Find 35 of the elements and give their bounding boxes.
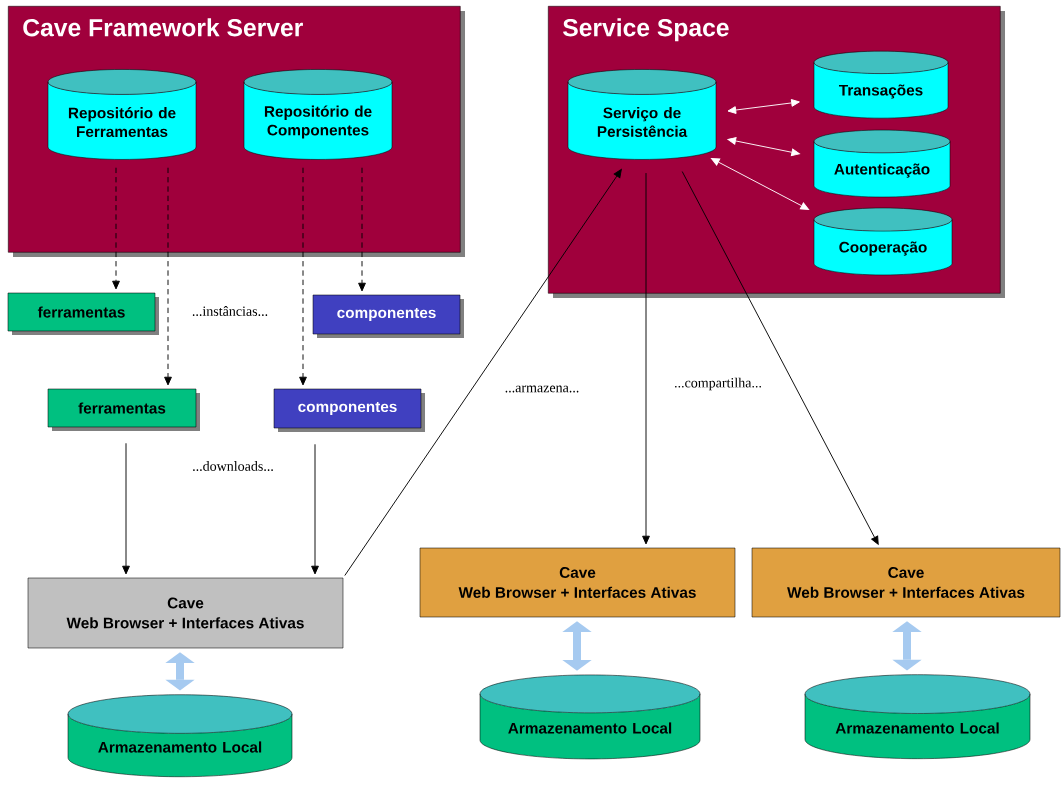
arrow [681,171,879,545]
client-box: Cave Web Browser + Interfaces Ativas [751,547,1061,618]
tool-box: ferramentas [47,388,200,431]
block-arrow [165,652,195,691]
arrow [299,167,307,386]
arrow [727,137,800,157]
storage-cylinder: Armazenamento Local [804,674,1031,759]
annotation: ...downloads... [193,461,273,471]
tool-box: ferramentas [7,292,159,335]
block-arrow [562,621,592,671]
component-box: componentes [273,388,425,432]
repository-cylinder: Repositório de Componentes [243,69,393,160]
edge-label: ...armazena... [503,384,581,394]
block-arrow [892,621,922,671]
service-cylinder: Cooperação [813,207,953,276]
arrow [311,443,319,575]
client-box: Cave Web Browser + Interfaces Ativas [27,577,344,649]
component-box: componentes [312,294,464,338]
arrow [727,99,800,114]
arrow [642,172,650,545]
service-cylinder: Transações [813,50,949,119]
service-cylinder: Serviço de Persistência [567,69,717,160]
arrow [122,442,130,575]
service-cylinder: Autenticação [813,129,951,198]
arrow [358,167,366,292]
arrow [710,157,810,210]
arrow [164,167,172,386]
arrow [112,167,120,290]
repository-cylinder: Repositório de Ferramentas [47,69,197,160]
arrow [344,169,622,576]
client-box: Cave Web Browser + Interfaces Ativas [419,547,736,618]
edge-label: ...compartilha... [672,376,764,392]
annotation: ...instâncias... [192,306,268,316]
storage-cylinder: Armazenamento Local [67,694,293,777]
storage-cylinder: Armazenamento Local [479,674,701,760]
